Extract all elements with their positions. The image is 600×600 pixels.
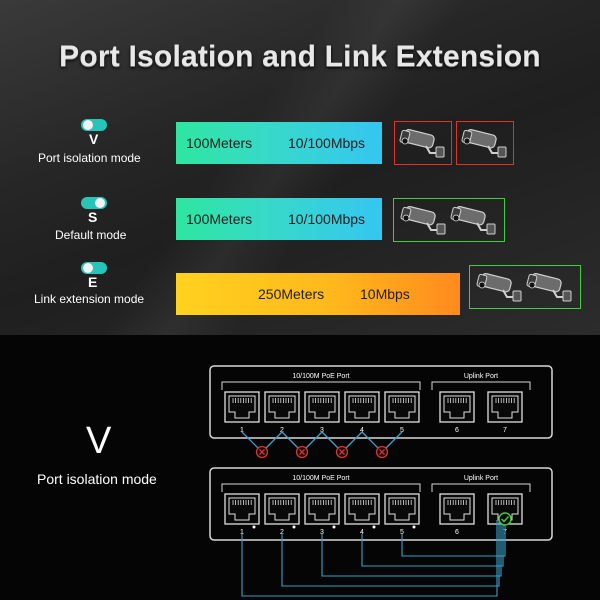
top-panel	[0, 0, 600, 335]
port-number: 1	[240, 529, 244, 536]
mode-label: Default mode	[55, 228, 127, 242]
camera-icon	[461, 129, 507, 158]
distance-text: 250Meters	[258, 286, 325, 302]
camera-icon	[526, 273, 572, 302]
cable-line	[281, 520, 500, 587]
port-number: 2	[280, 529, 284, 536]
mode-letter: S	[88, 209, 98, 225]
uplink-port-label: Uplink Port	[464, 373, 498, 380]
camera-icon	[450, 206, 496, 235]
camera-box-blocked	[456, 121, 514, 165]
mode-letter: V	[89, 131, 99, 147]
speed-bar-extension: 250Meters 10Mbps	[176, 273, 460, 315]
speed-text: 10/100Mbps	[288, 135, 366, 151]
ethernet-port-icon	[224, 391, 260, 423]
port-number: 3	[320, 529, 324, 536]
ethernet-port-icon	[344, 391, 380, 423]
port-number: 2	[280, 427, 284, 434]
port-number: 5	[400, 529, 404, 536]
distance-text: 100Meters	[186, 135, 253, 151]
switch-body	[209, 467, 553, 541]
cable-lines	[241, 512, 512, 597]
ethernet-port-icon	[264, 493, 300, 525]
mode-letter-large: V	[86, 420, 112, 462]
ethernet-port-icon	[439, 391, 475, 423]
blocked-x-icon	[335, 445, 349, 459]
ethernet-port-icon	[304, 493, 340, 525]
port-number: 6	[455, 529, 459, 536]
speed-text: 10/100Mbps	[288, 211, 366, 227]
camera-box-blocked	[394, 121, 452, 165]
blocked-x-icon	[375, 445, 389, 459]
speed-text: 10Mbps	[360, 286, 410, 302]
isolation-markers	[241, 431, 403, 459]
port-number: 4	[360, 529, 364, 536]
uplink-port-label: Uplink Port	[464, 475, 498, 482]
ethernet-port-icon	[439, 493, 475, 525]
blocked-x-icon	[255, 445, 269, 459]
page-title: Port Isolation and Link Extension	[59, 40, 541, 73]
ethernet-port-icon	[264, 391, 300, 423]
poe-port-label: 10/100M PoE Port	[292, 373, 349, 380]
cable-line	[241, 520, 498, 597]
ethernet-port-icon	[487, 391, 523, 423]
camera-box-connected	[393, 198, 505, 242]
mode-label: Link extension mode	[34, 292, 145, 306]
cable-line	[361, 520, 504, 567]
camera-icon	[399, 129, 445, 158]
ethernet-port-icon	[344, 493, 380, 525]
ethernet-port-icon	[384, 391, 420, 423]
port-number: 6	[455, 427, 459, 434]
mode-label: Port isolation mode	[38, 151, 141, 165]
port-number: 3	[320, 427, 324, 434]
cable-line	[401, 520, 506, 557]
ethernet-port-icon	[224, 493, 260, 525]
port-number: 4	[360, 427, 364, 434]
switch-body	[209, 365, 553, 439]
blocked-x-icon	[295, 445, 309, 459]
ethernet-port-icon	[384, 493, 420, 525]
port-number: 7	[503, 427, 507, 434]
mode-label-large: Port isolation mode	[37, 471, 157, 487]
port-number: 1	[240, 427, 244, 434]
connected-check-icon	[498, 512, 512, 526]
distance-text: 100Meters	[186, 211, 253, 227]
camera-box-extended	[469, 265, 581, 309]
mode-letter: E	[88, 274, 98, 290]
port-number: 5	[400, 427, 404, 434]
cable-line	[321, 520, 502, 577]
toggle-icon	[81, 197, 107, 209]
toggle-icon	[81, 119, 107, 131]
poe-port-label: 10/100M PoE Port	[292, 475, 349, 482]
speed-bar-default: 100Meters 10/100Mbps	[176, 198, 382, 240]
switch-top: 10/100M PoE Port Uplink Port 1 2 3 4 5 6 7	[209, 365, 553, 439]
toggle-icon	[81, 262, 107, 274]
camera-icon	[400, 206, 446, 235]
ethernet-port-icon	[304, 391, 340, 423]
speed-bar-isolation: 100Meters 10/100Mbps	[176, 122, 382, 164]
camera-icon	[476, 273, 522, 302]
